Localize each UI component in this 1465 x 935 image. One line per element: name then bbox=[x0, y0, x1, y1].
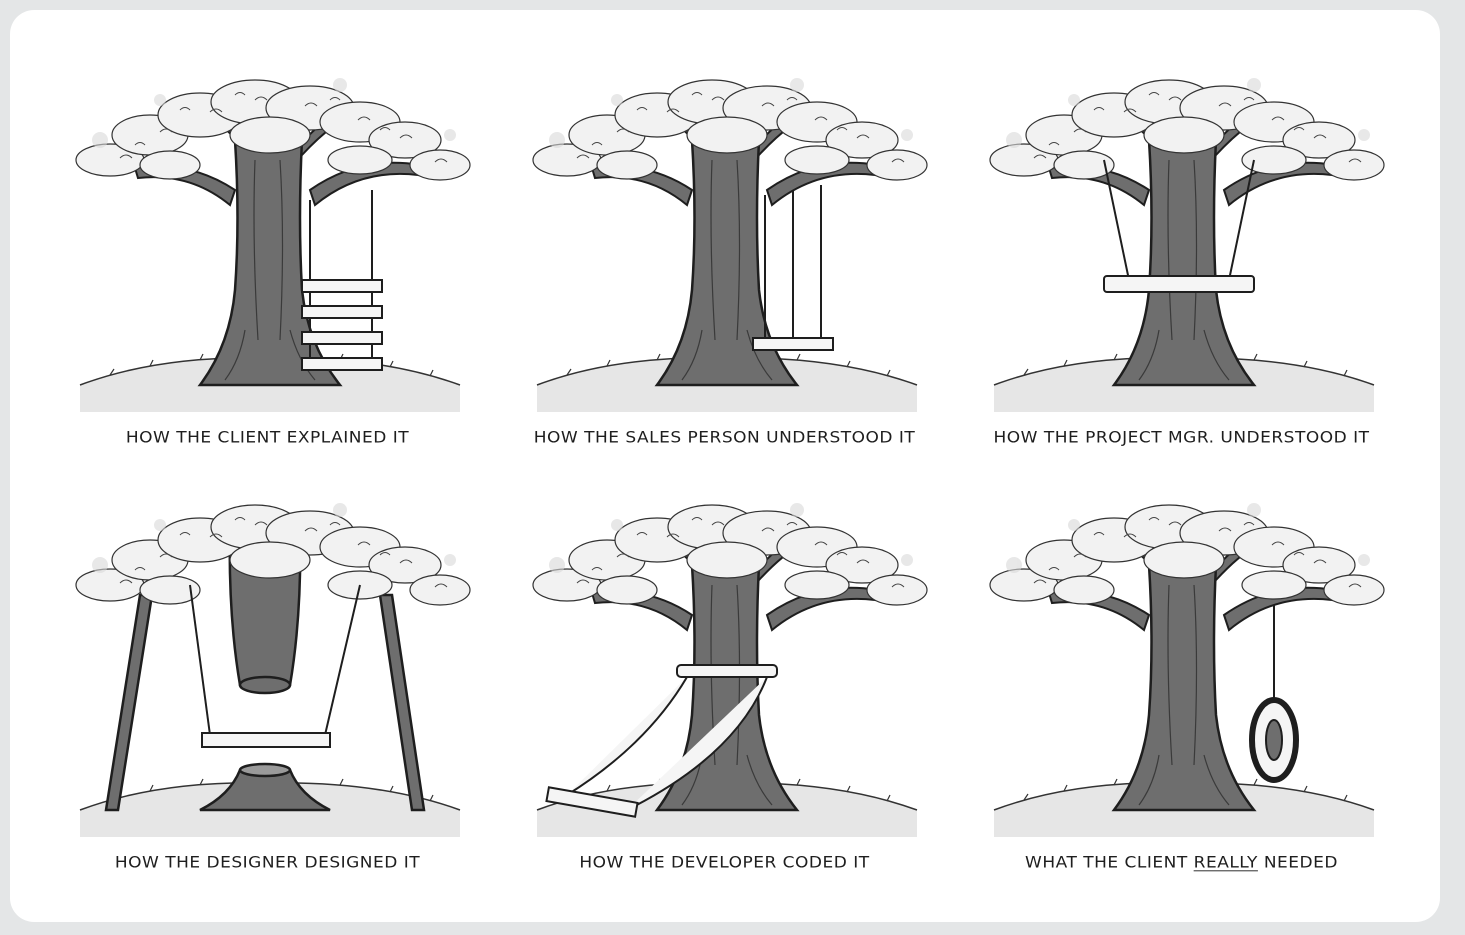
panel-caption: HOW THE DEVELOPER CODED IT bbox=[579, 853, 870, 873]
panel-caption: WHAT THE CLIENT REALLY NEEDED bbox=[954, 854, 1409, 872]
caption-emphasis: REALLY bbox=[1193, 853, 1258, 873]
panel-designer-designed: HOW THE DESIGNER DESIGNED IT bbox=[40, 465, 495, 885]
panel-caption: HOW THE CLIENT EXPLAINED IT bbox=[125, 428, 410, 448]
panel-client-really-needed: WHAT THE CLIENT REALLY NEEDED bbox=[954, 465, 1409, 885]
cut-tree-swing-illustration bbox=[40, 465, 495, 845]
panel-client-explained: HOW THE CLIENT EXPLAINED IT bbox=[40, 40, 495, 460]
tree-fallen-swing-illustration bbox=[497, 465, 952, 845]
caption-part: NEEDED bbox=[1257, 853, 1338, 873]
tree-seat-around-trunk-illustration bbox=[954, 40, 1409, 420]
comic-card: HOW THE CLIENT EXPLAINED IT HOW THE SALE… bbox=[10, 10, 1440, 922]
panel-developer-coded: HOW THE DEVELOPER CODED IT bbox=[497, 465, 952, 885]
panel-caption: HOW THE PROJECT MGR. UNDERSTOOD IT bbox=[993, 428, 1370, 448]
panel-salesperson-understood: HOW THE SALES PERSON UNDERSTOOD IT bbox=[497, 40, 952, 460]
tree-swing-ladder-illustration bbox=[40, 40, 495, 420]
tree-tire-swing-illustration bbox=[954, 465, 1409, 845]
caption-part: WHAT THE CLIENT bbox=[1025, 853, 1194, 873]
panel-project-mgr-understood: HOW THE PROJECT MGR. UNDERSTOOD IT bbox=[954, 40, 1409, 460]
panel-caption: HOW THE SALES PERSON UNDERSTOOD IT bbox=[533, 428, 916, 448]
tree-three-rope-swing-illustration bbox=[497, 40, 952, 420]
panel-caption: HOW THE DESIGNER DESIGNED IT bbox=[114, 853, 421, 873]
